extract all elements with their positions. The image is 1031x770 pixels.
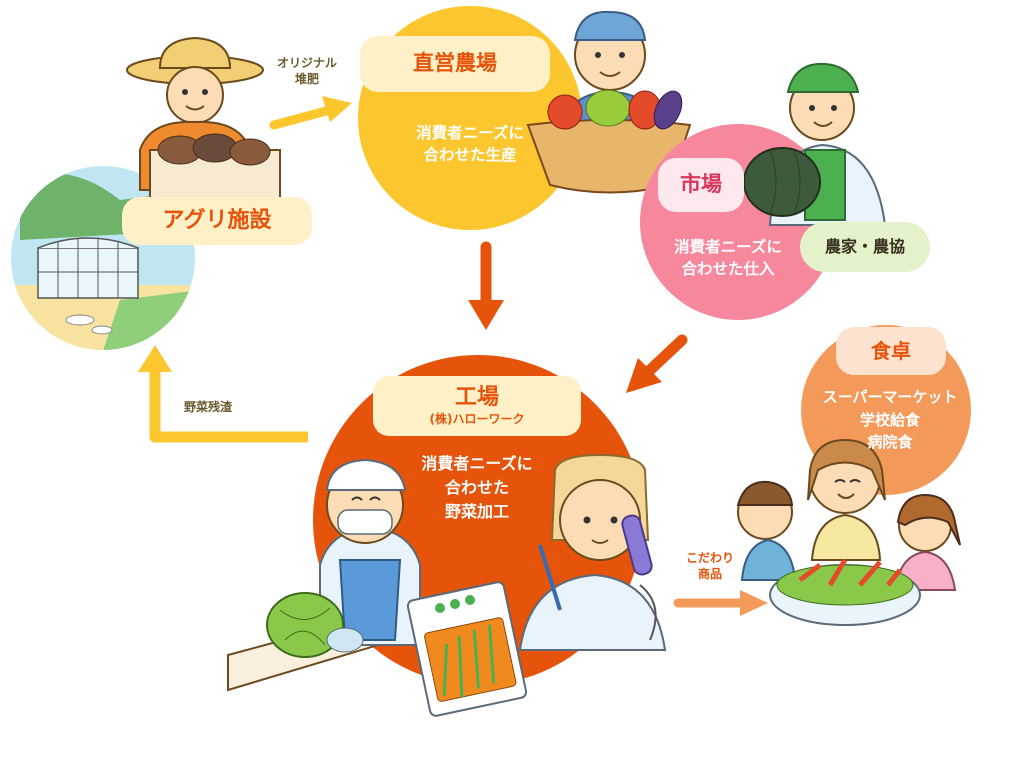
factory-company: (株)ハローワーク	[429, 412, 525, 426]
market-worker-with-pumpkin-icon	[743, 62, 887, 226]
table-description: スーパーマーケット 学校給食 病院食	[822, 388, 958, 451]
arrow-compost	[269, 96, 352, 130]
arrow-residue	[138, 345, 308, 443]
residue-edge-label: 野菜残渣	[183, 400, 232, 414]
farm-label: 直営農場	[360, 36, 550, 92]
farm-description: 消費者ニーズに 合わせた生産	[416, 124, 524, 165]
product-edge-label: こだわり 商品	[685, 551, 734, 582]
factory-description: 消費者ニーズに 合わせた 野菜加工	[421, 454, 533, 521]
office-worker-on-phone-icon	[518, 453, 667, 651]
vegetable-basket-icon	[526, 10, 692, 194]
compost-edge-label: オリジナル 堆肥	[276, 56, 337, 87]
factory-label-box: 工場 (株)ハローワーク	[373, 376, 581, 436]
factory-label: 工場	[454, 384, 499, 410]
agri-facility-label: アグリ施設	[122, 197, 312, 245]
factory-worker-with-cabbage-icon	[227, 458, 421, 692]
arrow-market-to-factory	[626, 334, 688, 393]
market-description: 消費者ニーズに 合わせた仕入	[674, 238, 782, 279]
market-label: 市場	[658, 158, 744, 212]
arrow-product	[673, 590, 768, 616]
table-label: 食卓	[836, 327, 946, 375]
farmers-coop-label: 農家・農協	[800, 222, 930, 272]
family-with-salad-icon	[736, 438, 961, 626]
farmer-with-vegetables-icon	[126, 36, 281, 206]
arrow-farm-to-factory	[468, 241, 504, 330]
packaged-vegetables-icon	[406, 581, 528, 717]
